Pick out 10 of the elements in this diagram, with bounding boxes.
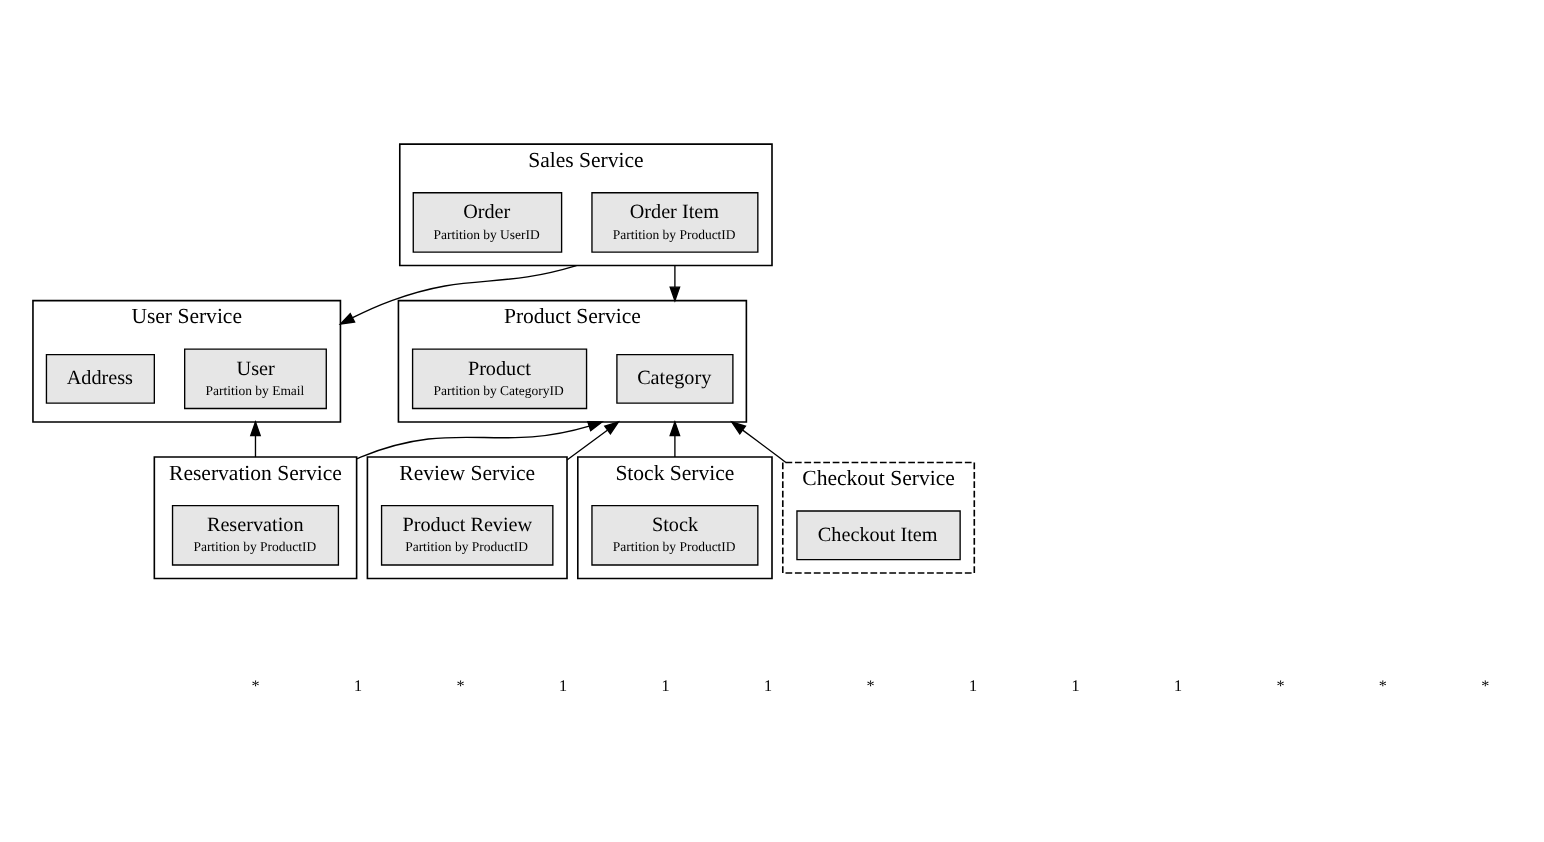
arrow <box>355 419 604 459</box>
node-box: Address <box>45 352 155 403</box>
arrow <box>669 418 681 457</box>
arrow <box>249 418 262 457</box>
arrow <box>566 419 621 460</box>
arrow <box>669 263 681 302</box>
node-box: Checkout Item <box>796 509 961 560</box>
arrow <box>338 263 578 324</box>
node-box: Category <box>616 352 734 403</box>
arrow <box>730 419 787 463</box>
